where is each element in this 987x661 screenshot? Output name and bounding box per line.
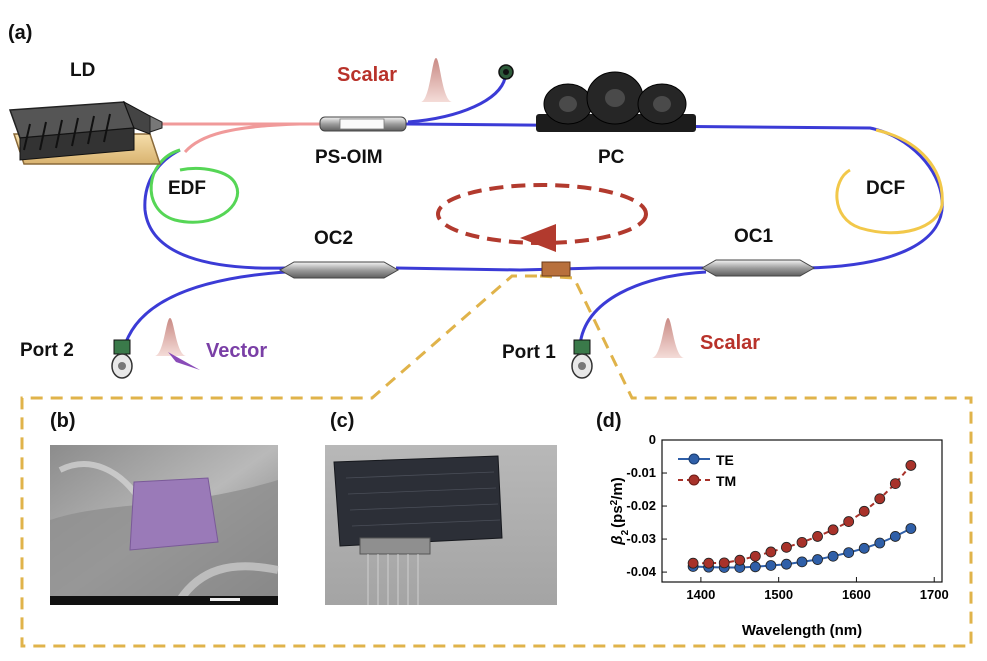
vector-label: Vector	[206, 340, 268, 362]
series-te-point	[749, 561, 761, 573]
port1-connector-icon	[571, 339, 593, 379]
polarization-controller-icon	[536, 71, 696, 132]
y-tick-label: -0.04	[626, 564, 656, 579]
laser-diode-icon	[8, 100, 163, 165]
legend-tm-label: TM	[716, 473, 736, 489]
series-tm-point	[765, 546, 777, 558]
scalar-label-bottom: Scalar	[700, 332, 761, 354]
fiber-port1	[578, 270, 707, 346]
panel-label-c: (c)	[330, 410, 355, 432]
series-tm-point	[827, 524, 839, 536]
y-tick-label: -0.01	[626, 465, 656, 480]
series-te-point	[765, 560, 777, 571]
y-axis-label: β2(ps2/m)	[609, 477, 631, 545]
series-te-point	[874, 537, 886, 549]
series-te-point	[905, 523, 917, 534]
series-te-point	[812, 554, 823, 565]
port2-connector-icon	[111, 339, 133, 379]
series-tm-point	[889, 478, 901, 489]
panel-label-b: (b)	[50, 410, 76, 432]
dispersion-chart: 1400 1500 1600 1700 0 -0.01 -0.02 -0.03 -0.04 TE…	[609, 432, 949, 639]
series-te-point	[889, 531, 901, 542]
series-tm-point	[781, 541, 792, 553]
top-port-connector-icon	[498, 64, 514, 80]
panel-label-a: (a)	[8, 22, 33, 44]
fiber-port2	[123, 270, 287, 346]
series-tm-point	[905, 460, 917, 471]
series-tm-point	[749, 550, 761, 562]
x-tick-label: 1600	[842, 587, 871, 602]
loop-arrow-icon	[520, 224, 556, 252]
series-tm-point	[812, 531, 823, 542]
panel-label-d: (d)	[596, 410, 622, 432]
ps-oim-icon	[319, 116, 407, 132]
series-tm-point	[796, 536, 808, 548]
ld-label: LD	[70, 60, 96, 81]
x-tick-label: 1700	[920, 587, 949, 602]
pc-label: PC	[598, 147, 625, 168]
legend-te-marker	[688, 453, 700, 465]
series-te-point	[858, 542, 870, 554]
series-te-point	[781, 558, 792, 570]
port2-label: Port 2	[20, 340, 74, 361]
dcf-fiber	[835, 128, 944, 235]
sem-photo	[50, 445, 279, 605]
series-tm-point	[687, 557, 699, 569]
series-te-point	[796, 556, 808, 568]
chip-icon	[541, 261, 571, 277]
edf-label: EDF	[168, 178, 206, 199]
fiber-left	[143, 148, 287, 270]
scalar-pulse-top-icon	[421, 58, 452, 102]
series-tm-point	[843, 516, 855, 527]
scalar-label-top: Scalar	[337, 64, 398, 86]
y-tick-label: -0.03	[626, 531, 656, 546]
inset-box	[20, 274, 973, 648]
fiber-top	[320, 122, 944, 270]
legend-te-label: TE	[716, 452, 734, 468]
x-axis-label: Wavelength (nm)	[742, 622, 862, 639]
y-tick-label: -0.02	[626, 498, 656, 513]
port1-label: Port 1	[502, 342, 556, 363]
edf-fiber	[149, 148, 240, 224]
y-tick-label: 0	[649, 432, 656, 447]
series-tm-point	[718, 557, 730, 569]
oc1-coupler-icon	[700, 259, 816, 277]
scalar-pulse-bottom-icon	[652, 318, 684, 358]
vector-pulse-icon	[155, 318, 200, 370]
oc2-label: OC2	[314, 228, 354, 249]
chip-photo	[325, 445, 557, 605]
series-tm-point	[734, 554, 746, 566]
series-tm-point	[703, 557, 715, 569]
x-tick-label: 1500	[764, 587, 793, 602]
series-te-point	[827, 550, 839, 562]
fiber-to-top-port	[407, 77, 507, 124]
oc1-label: OC1	[734, 226, 774, 247]
ld-fiber-to-edf	[183, 122, 301, 154]
series-tm-point	[874, 493, 886, 505]
series-tm-point	[858, 505, 870, 517]
series-te-point	[843, 547, 855, 559]
oc2-coupler-icon	[278, 261, 400, 279]
x-tick-label: 1400	[686, 587, 715, 602]
legend-tm-marker	[688, 474, 700, 486]
ps-oim-label: PS-OIM	[315, 147, 383, 168]
dcf-label: DCF	[866, 178, 906, 199]
